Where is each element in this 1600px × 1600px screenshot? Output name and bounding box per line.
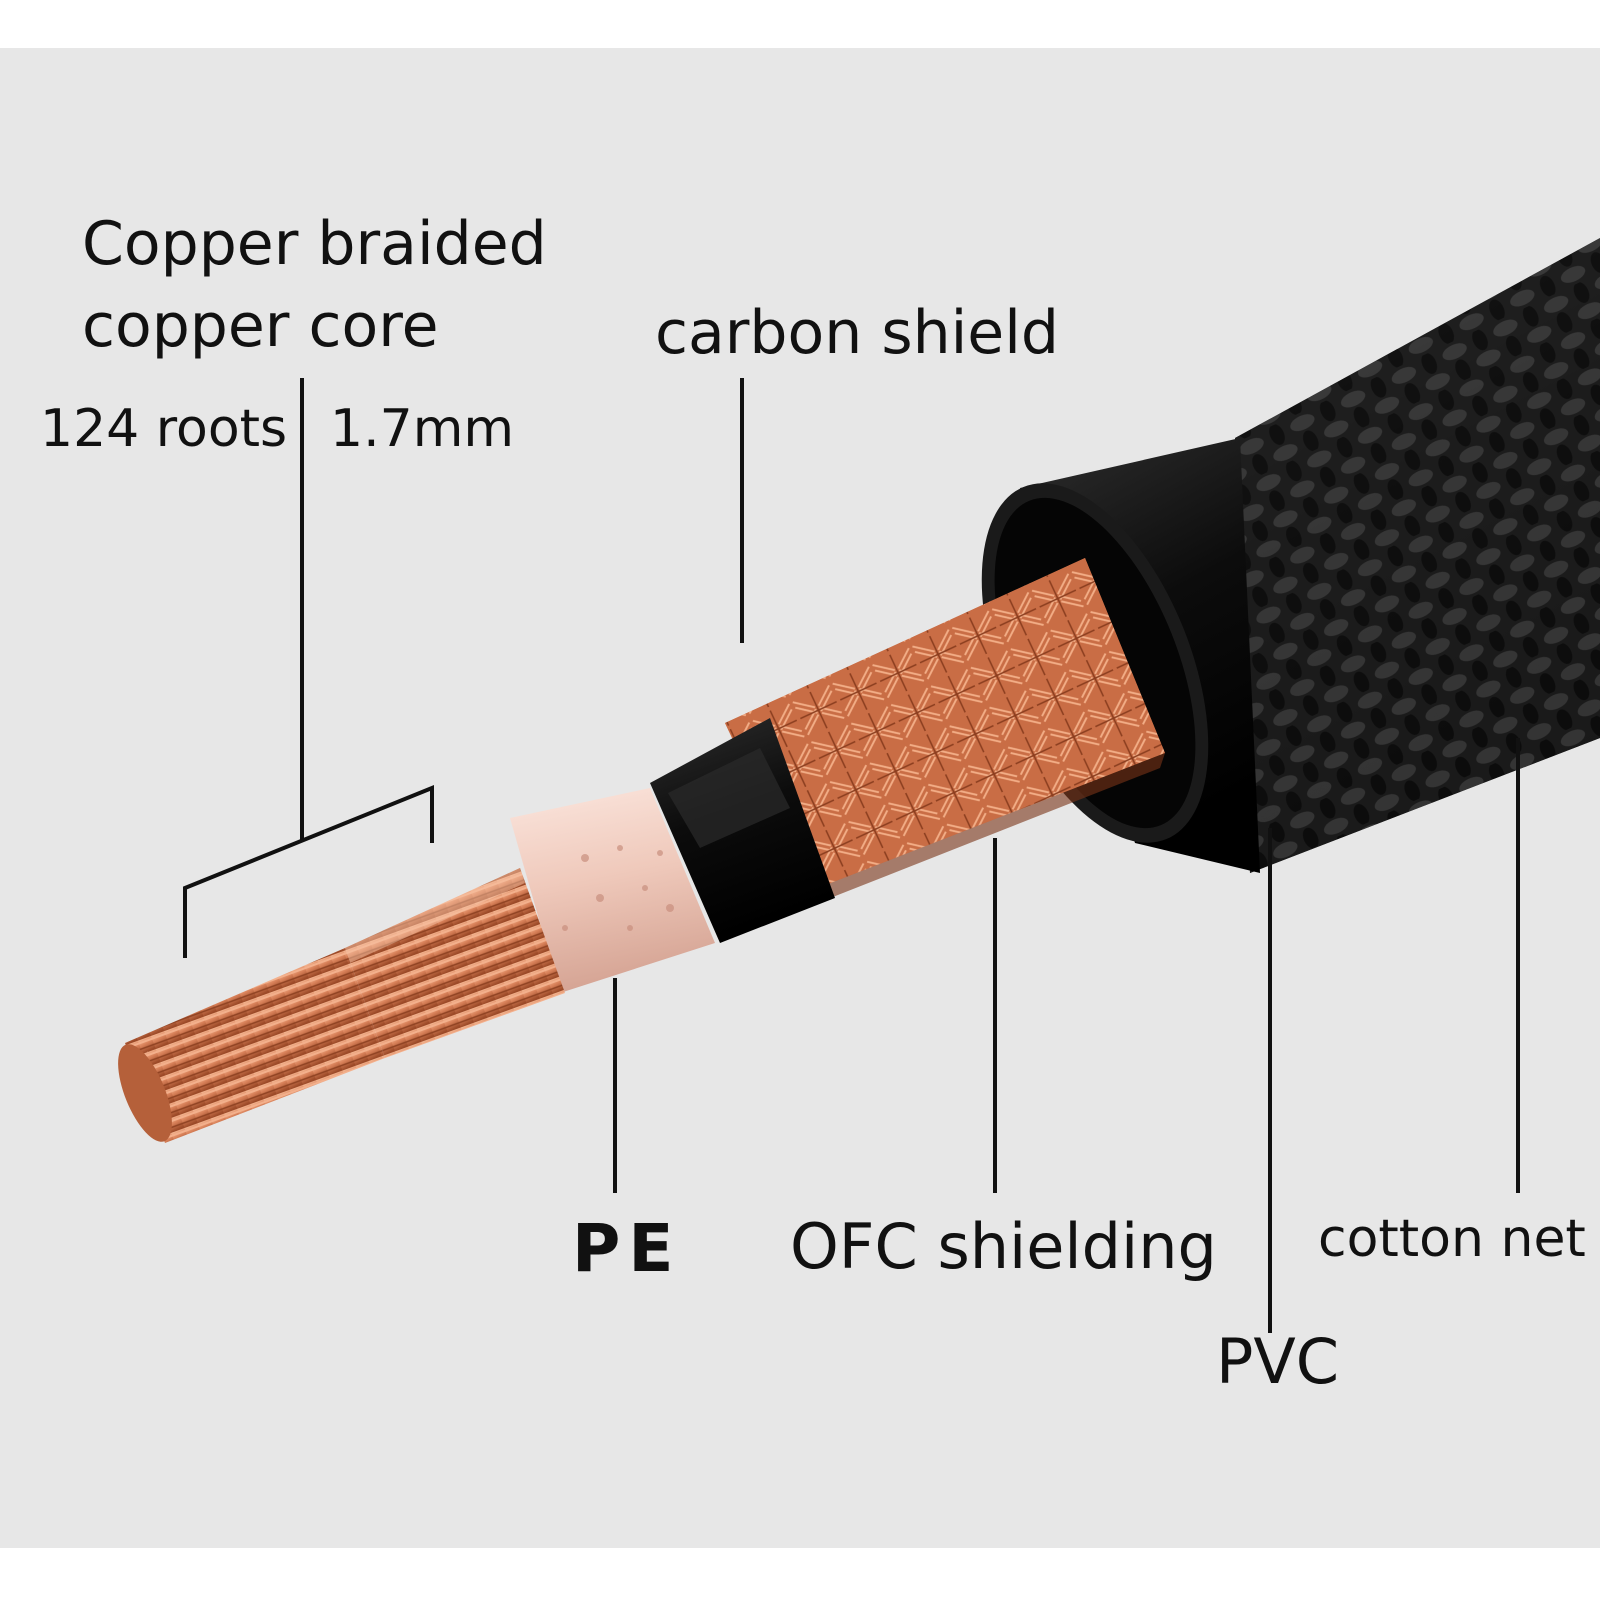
core-label-line1: Copper braided — [82, 209, 547, 279]
ofc-shielding-label: OFC shielding — [790, 1210, 1217, 1283]
core-strands-outer — [345, 868, 565, 1058]
core-strands-tip — [118, 948, 385, 1143]
pvc-label: PVC — [1216, 1325, 1340, 1398]
carbon-shield-layer — [650, 718, 835, 943]
pe-insulation-layer — [510, 788, 715, 993]
cotton-net-layer — [1235, 238, 1600, 873]
leader-lines — [183, 378, 1520, 1333]
cotton-net-label: cotton net — [1318, 1209, 1586, 1269]
core-bracket — [183, 785, 434, 958]
cable-illustration — [118, 238, 1600, 1333]
roots-label: 124 roots — [40, 399, 288, 459]
diagram-canvas: Copper braided copper core 124 roots 1.7… — [0, 48, 1600, 1548]
carbon-shield-label: carbon shield — [655, 298, 1059, 368]
core-label-line2: copper core — [82, 291, 439, 361]
diameter-label: 1.7mm — [330, 399, 515, 459]
pe-label: PE — [572, 1210, 682, 1287]
